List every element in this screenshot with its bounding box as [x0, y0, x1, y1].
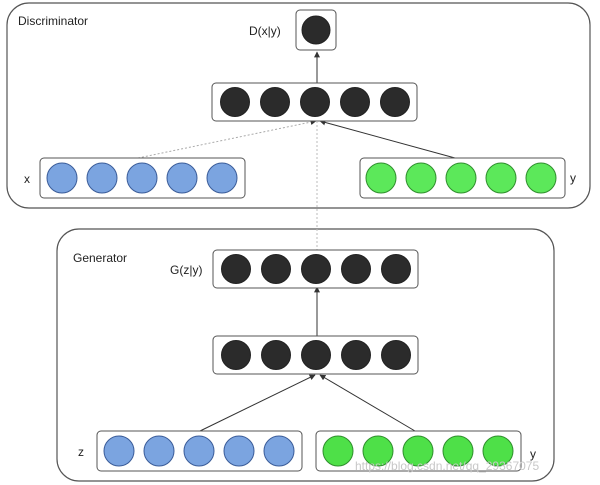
- edge-z-to-ghidden: [199, 374, 316, 432]
- hidden-node: [260, 87, 290, 117]
- discriminator-hidden-layer: [211, 82, 418, 122]
- edge-y-to-hidden: [319, 119, 456, 159]
- y-node: [405, 162, 437, 194]
- x-node: [126, 162, 158, 194]
- edge-gy-to-ghidden: [319, 374, 416, 432]
- generator-y-input-layer: [315, 430, 522, 472]
- y-node: [365, 162, 397, 194]
- gy-node: [322, 435, 354, 467]
- discriminator-output-label: D(x|y): [249, 24, 281, 38]
- gy-node: [442, 435, 474, 467]
- z-node: [103, 435, 135, 467]
- generator-y-label: y: [530, 447, 536, 461]
- gy-node: [482, 435, 514, 467]
- gy-node: [362, 435, 394, 467]
- y-node: [525, 162, 557, 194]
- generator-output-layer: [212, 249, 419, 289]
- z-node: [183, 435, 215, 467]
- y-node: [485, 162, 517, 194]
- connections: [137, 51, 456, 432]
- generator-z-label: z: [78, 445, 84, 459]
- ghidden-node: [261, 340, 291, 370]
- discriminator-x-label: x: [24, 172, 30, 186]
- discriminator-title: Discriminator: [18, 14, 88, 28]
- hidden-node: [220, 87, 250, 117]
- edge-x-to-hidden: [137, 119, 317, 159]
- gout-node: [381, 254, 411, 284]
- x-node: [166, 162, 198, 194]
- z-node: [143, 435, 175, 467]
- discriminator-panel: [6, 2, 591, 209]
- watermark: https://blog.csdn.net/qq_29367075: [355, 459, 539, 473]
- x-node: [206, 162, 238, 194]
- discriminator-y-label: y: [570, 171, 576, 185]
- discriminator-x-input-layer: [39, 157, 246, 199]
- generator-output-label: G(z|y): [170, 263, 202, 277]
- generator-title: Generator: [73, 251, 127, 265]
- z-node: [223, 435, 255, 467]
- output-node: [301, 15, 331, 45]
- x-node: [46, 162, 78, 194]
- gout-node: [301, 254, 331, 284]
- gout-node: [341, 254, 371, 284]
- ghidden-node: [301, 340, 331, 370]
- ghidden-node: [221, 340, 251, 370]
- x-node: [86, 162, 118, 194]
- gy-node: [402, 435, 434, 467]
- hidden-node: [300, 87, 330, 117]
- generator-z-input-layer: [96, 430, 303, 472]
- discriminator-y-input-layer: [359, 157, 566, 199]
- y-node: [445, 162, 477, 194]
- hidden-node: [340, 87, 370, 117]
- ghidden-node: [341, 340, 371, 370]
- hidden-node: [380, 87, 410, 117]
- z-node: [263, 435, 295, 467]
- generator-panel: [56, 228, 555, 482]
- gout-node: [261, 254, 291, 284]
- gout-node: [221, 254, 251, 284]
- discriminator-output-layer: [295, 9, 337, 51]
- generator-hidden-layer: [212, 335, 419, 375]
- ghidden-node: [381, 340, 411, 370]
